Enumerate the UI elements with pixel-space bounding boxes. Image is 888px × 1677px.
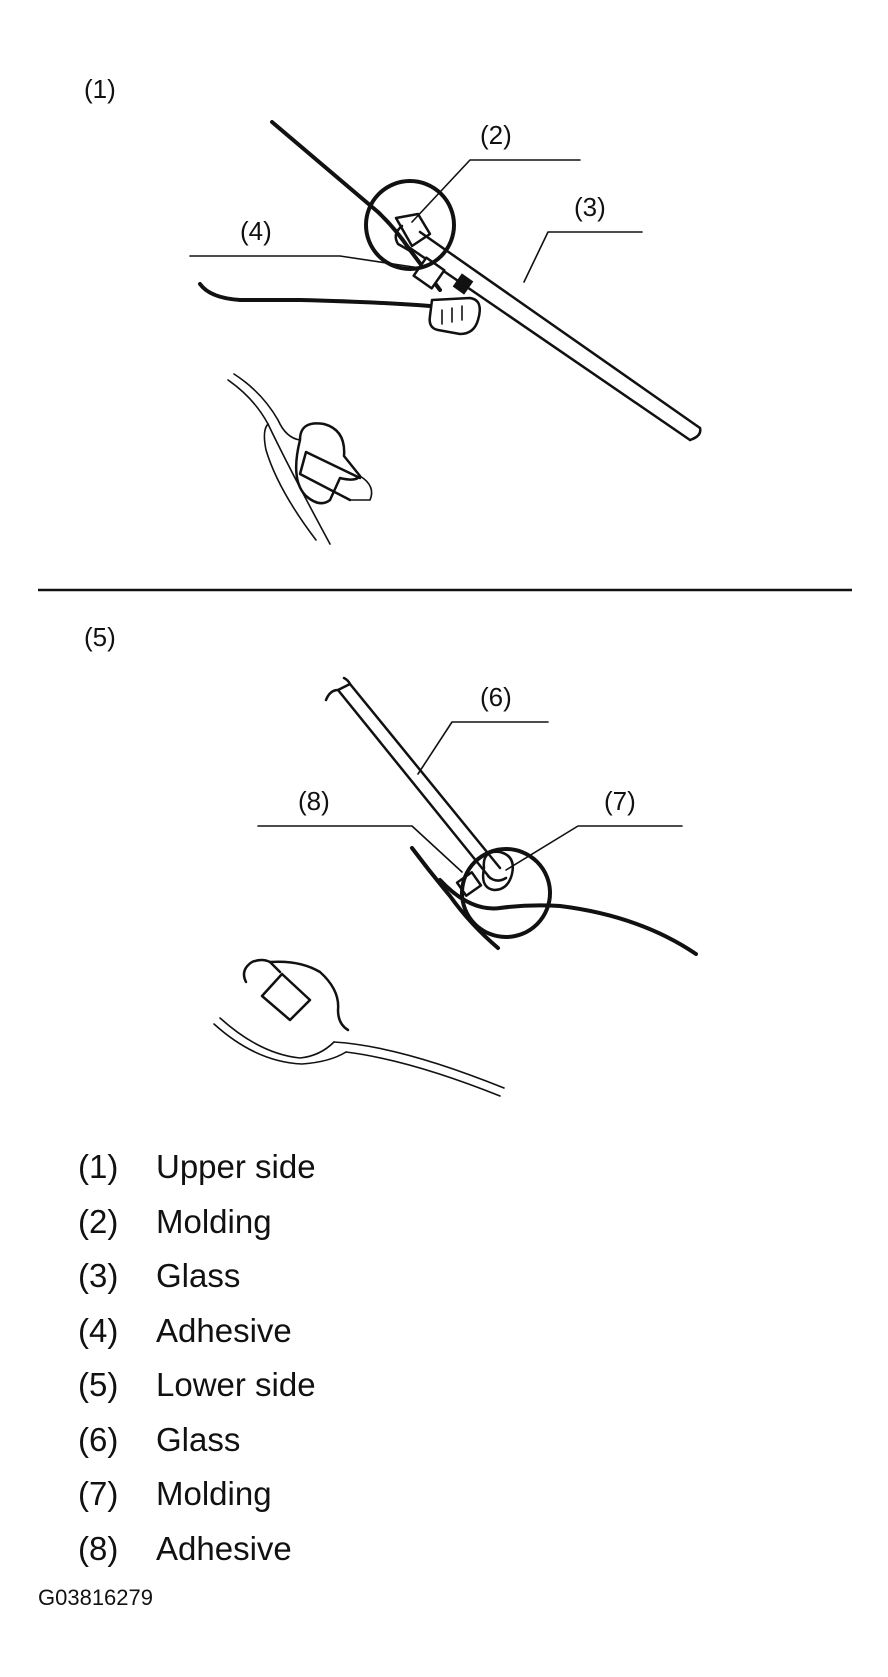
legend-label: Molding — [156, 1475, 272, 1512]
legend-item: (8) Adhesive — [78, 1522, 678, 1577]
legend-item: (2) Molding — [78, 1195, 678, 1250]
legend-number: (5) — [78, 1366, 119, 1403]
legend: (1) Upper side (2) Molding (3) Glass (4) Adh… — [78, 1140, 678, 1576]
molding-section-diagram: (1) (2) (3) (4) — [38, 74, 852, 1097]
legend-label: Molding — [156, 1202, 272, 1240]
callout-molding-upper: (2) — [480, 120, 512, 150]
callout-glass-upper: (3) — [574, 192, 606, 222]
callout-glass-lower: (6) — [480, 682, 512, 712]
figure-id: G03816279 — [38, 1585, 153, 1610]
callout-lower-side: (5) — [84, 622, 116, 652]
legend-number: (8) — [78, 1529, 119, 1567]
detail-circle-lower — [460, 847, 552, 939]
legend-item: (5) Lower side — [78, 1358, 678, 1413]
legend-number: (7) — [78, 1475, 119, 1512]
legend-number: (4) — [78, 1311, 119, 1349]
legend-item: (7) Molding — [78, 1467, 678, 1522]
callout-adhesive-upper: (4) — [240, 216, 272, 246]
legend-label: Lower side — [156, 1366, 316, 1403]
legend-number: (6) — [78, 1420, 119, 1458]
legend-number: (3) — [78, 1257, 119, 1294]
legend-number: (2) — [78, 1202, 119, 1240]
legend-item: (4) Adhesive — [78, 1304, 678, 1359]
legend-number: (1) — [78, 1148, 119, 1185]
legend-label: Upper side — [156, 1148, 316, 1185]
callout-adhesive-lower: (8) — [298, 786, 330, 816]
legend-item: (3) Glass — [78, 1249, 678, 1304]
lower-side-view: (5) (6) (7) (8) — [84, 622, 698, 1097]
callout-molding-lower: (7) — [604, 786, 636, 816]
legend-label: Adhesive — [156, 1311, 292, 1349]
legend-label: Glass — [156, 1257, 241, 1294]
upper-side-view: (1) (2) (3) (4) — [84, 74, 702, 545]
legend-label: Adhesive — [156, 1529, 292, 1567]
legend-item: (1) Upper side — [78, 1140, 678, 1195]
legend-label: Glass — [156, 1420, 241, 1458]
callout-upper-side: (1) — [84, 74, 116, 104]
legend-item: (6) Glass — [78, 1413, 678, 1468]
detail-circle-upper — [364, 179, 456, 271]
